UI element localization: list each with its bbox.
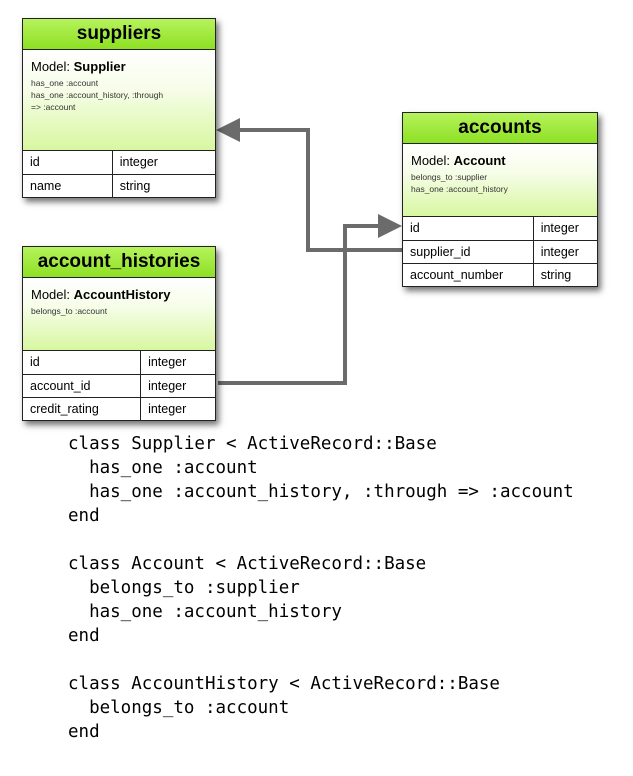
association-list: belongs_to :supplier has_one :account_his… [411,171,589,195]
code-line: class AccountHistory < ActiveRecord::Bas… [68,674,500,694]
column-type: string [112,173,215,197]
association-line: belongs_to :supplier [411,172,488,182]
supplier-id-connector [216,118,402,252]
column-name: credit_rating [23,396,142,420]
table-title: accounts [403,113,597,144]
column-name: account_number [403,262,534,286]
table-title: account_histories [23,247,215,278]
column-type: integer [533,239,597,263]
column-type: integer [148,355,187,370]
code-line: class Account < ActiveRecord::Base [68,554,427,574]
association-line: has_one :account_history, :through [31,90,164,100]
column-row: id integer [403,217,597,240]
column-name: supplier_id [403,239,534,263]
code-line [68,528,574,552]
model-line: Model: Account [411,153,589,168]
association-line: => :account [31,102,76,112]
model-prefix: Model: [31,59,74,74]
column-name: id [23,351,142,374]
suppliers-table: suppliers Model: Supplier has_one :accou… [22,18,216,198]
account-histories-table: account_histories Model: AccountHistory … [22,246,216,421]
column-type: integer [140,396,215,420]
association-line: has_one :account_history [411,184,508,194]
accounts-table: accounts Model: Account belongs_to :supp… [402,112,598,287]
model-info: Model: AccountHistory belongs_to :accoun… [23,278,215,351]
column-row: id integer [23,351,215,374]
column-name: name [23,173,113,197]
column-name: id [403,217,534,240]
code-line: class Supplier < ActiveRecord::Base [68,434,437,454]
model-prefix: Model: [31,287,74,302]
model-name: Account [453,153,506,168]
model-prefix: Model: [411,153,454,168]
column-type: integer [140,373,215,397]
model-line: Model: AccountHistory [31,287,207,302]
association-list: belongs_to :account [31,305,207,317]
code-line: has_one :account [68,458,258,478]
code-line: has_one :account_history [68,602,342,622]
association-line: belongs_to :account [31,306,108,316]
code-line: belongs_to :account [68,698,290,718]
column-name: account_id [23,373,142,397]
code-line: end [68,722,100,742]
column-row: id integer [23,151,215,174]
model-code-block: class Supplier < ActiveRecord::Base has_… [68,432,574,744]
column-type: integer [119,155,158,170]
model-line: Model: Supplier [31,59,207,74]
code-line: end [68,506,100,526]
column-type: string [533,262,597,286]
code-line: belongs_to :supplier [68,578,300,598]
column-type: integer [540,221,579,236]
association-line: has_one :account [31,78,99,88]
column-name: id [23,151,113,174]
association-list: has_one :account has_one :account_history… [31,77,207,113]
code-line: has_one :account_history, :through => :a… [68,482,574,502]
model-info: Model: Account belongs_to :supplier has_o… [403,144,597,217]
model-name: Supplier [73,59,126,74]
table-title: suppliers [23,19,215,50]
code-line [68,648,574,672]
model-name: AccountHistory [73,287,171,302]
account-id-connector [218,214,402,385]
code-line: end [68,626,100,646]
